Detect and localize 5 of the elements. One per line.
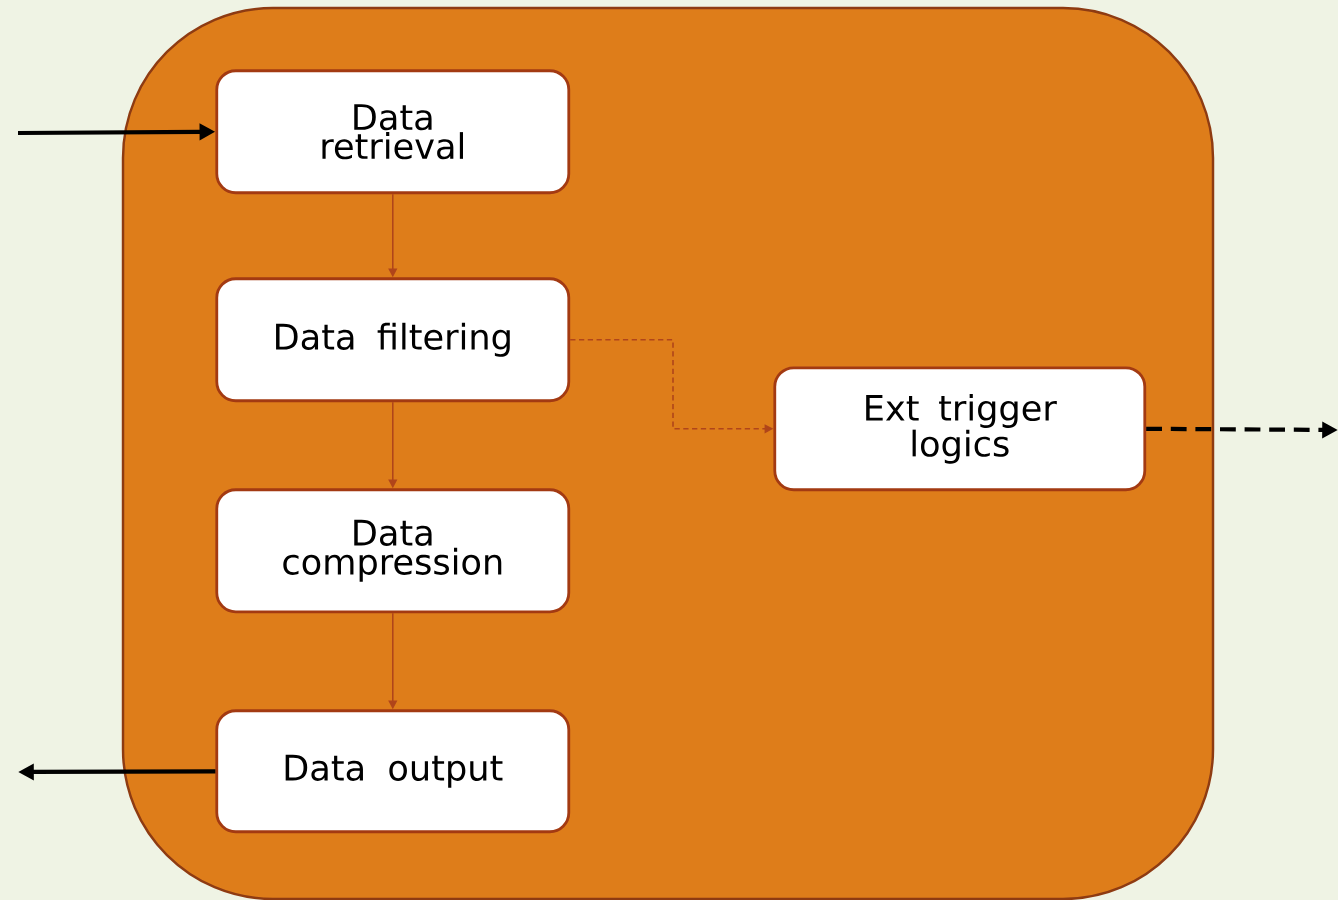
process-box: Data filtering <box>215 277 571 403</box>
process-box: Data retrieval <box>215 69 571 195</box>
process-box: Data output <box>215 709 571 834</box>
process-box: Data compression <box>215 488 571 614</box>
process-box: Ext trigger logics <box>773 366 1147 492</box>
